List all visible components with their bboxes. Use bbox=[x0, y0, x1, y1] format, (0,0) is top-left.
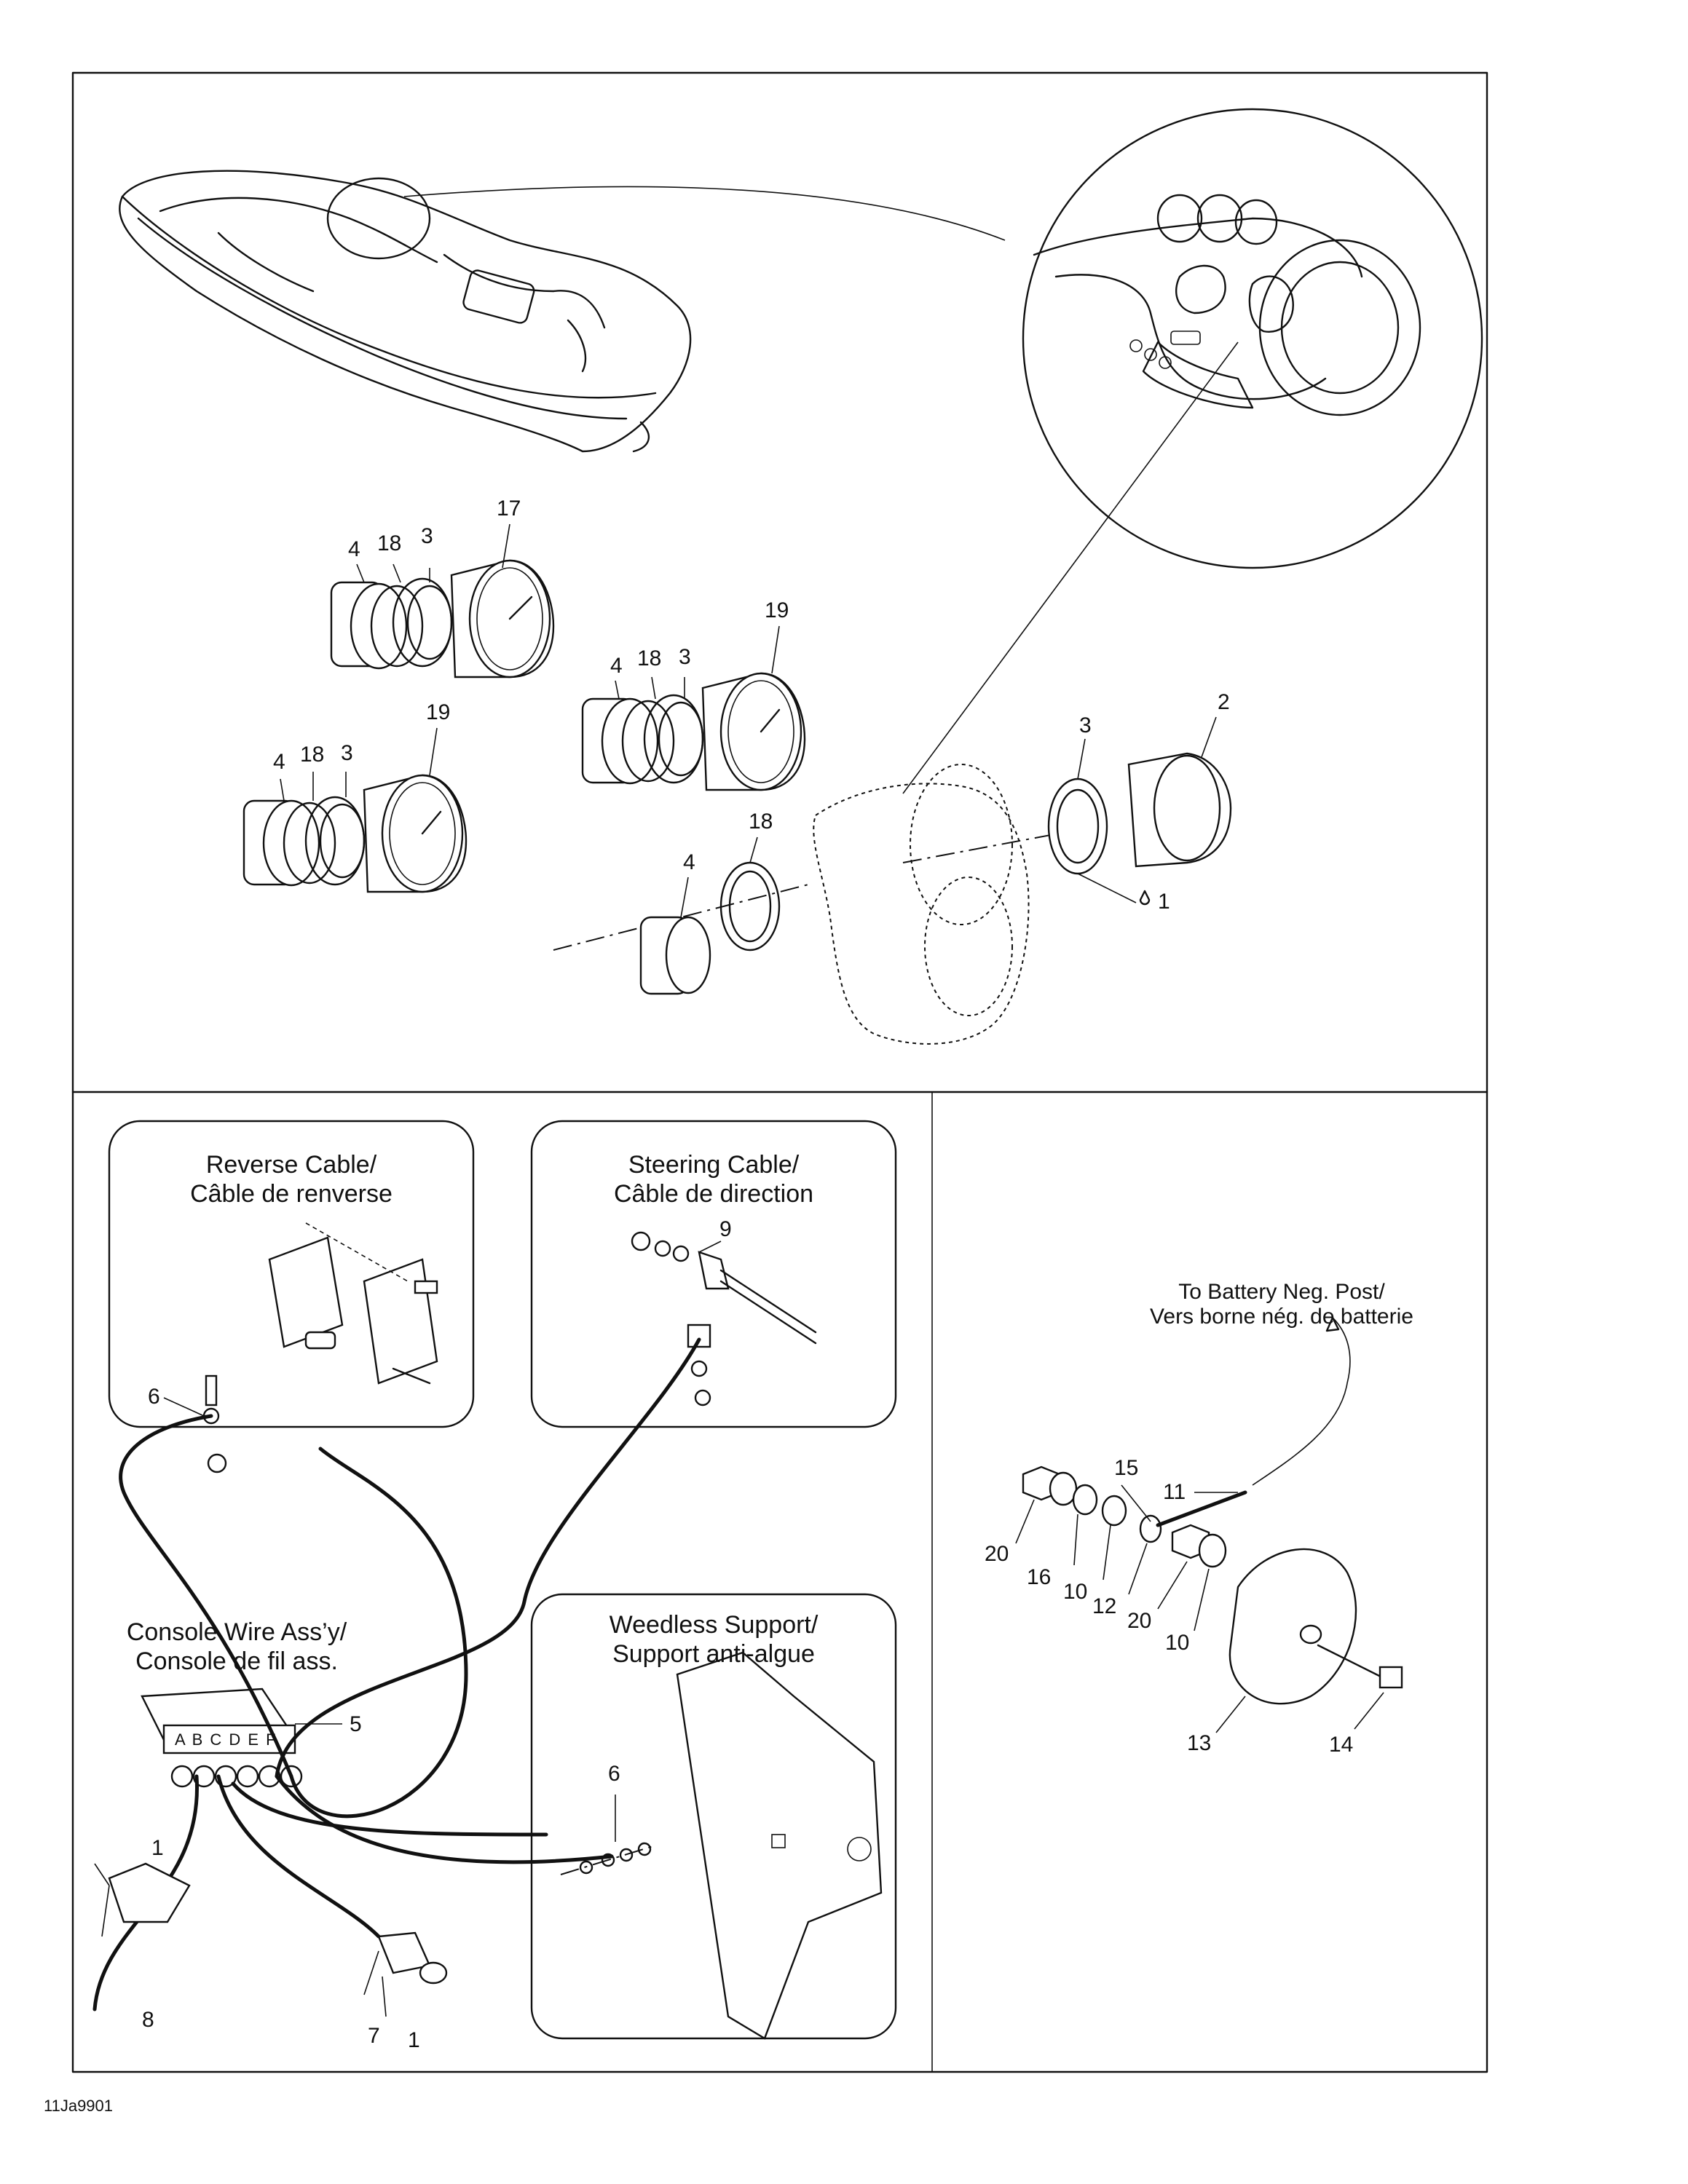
callout-console-7: 7 bbox=[368, 2024, 380, 2048]
callout-gauge-top-17: 17 bbox=[497, 496, 521, 521]
callout-console-1: 1 bbox=[151, 1836, 164, 1860]
reverse-cable-title-en: Reverse Cable/ bbox=[205, 1151, 377, 1179]
callout-gauge-low-19: 19 bbox=[426, 700, 451, 724]
callout-nut-4: 4 bbox=[683, 850, 695, 874]
callout-gauge-top-4: 4 bbox=[348, 537, 360, 561]
retaining-nut-and-ring bbox=[639, 861, 781, 995]
callout-weedless-6: 6 bbox=[608, 1762, 620, 1786]
callout-console-5: 5 bbox=[350, 1712, 362, 1736]
battery-note: To Battery Neg. Post/ Vers borne nég. de… bbox=[1121, 1280, 1442, 1329]
leader-lines bbox=[94, 523, 1384, 2017]
console-wire-title: Console Wire Ass’y/ Console de fil ass. bbox=[84, 1618, 390, 1676]
reverse-cable-title-fr: Câble de renverse bbox=[190, 1180, 393, 1208]
callout-gauge-low-3: 3 bbox=[341, 741, 353, 765]
callout-gauge-low-4: 4 bbox=[273, 750, 285, 774]
console-wire-harness bbox=[92, 1337, 701, 2011]
callout-ground-10a: 10 bbox=[1063, 1580, 1088, 1604]
callout-ground-20b: 20 bbox=[1127, 1609, 1152, 1633]
drawing-code: 11Ja9901 bbox=[44, 2097, 114, 2115]
callout-ground-11: 11 bbox=[1163, 1480, 1186, 1504]
weedless-support-title: Weedless Support/ Support anti-algue bbox=[568, 1610, 859, 1669]
weedless-support-title-fr: Support anti-algue bbox=[612, 1640, 815, 1668]
callout-nut-18: 18 bbox=[749, 810, 773, 834]
console-wire-title-fr: Console de fil ass. bbox=[135, 1647, 338, 1675]
gauge-housing bbox=[553, 752, 1232, 1045]
steering-cable-title-en: Steering Cable/ bbox=[628, 1151, 800, 1179]
console-wire-title-en: Console Wire Ass’y/ bbox=[126, 1618, 347, 1646]
callout-gauge-mid-19: 19 bbox=[765, 598, 789, 622]
callout-gauge-top-18: 18 bbox=[377, 531, 402, 555]
callout-steering-9: 9 bbox=[719, 1217, 732, 1241]
cockpit-detail-circle bbox=[403, 108, 1483, 794]
callout-ground-13: 13 bbox=[1187, 1731, 1212, 1755]
callout-ground-15: 15 bbox=[1114, 1456, 1139, 1480]
steering-cable-title: Steering Cable/ Câble de direction bbox=[568, 1150, 859, 1208]
steering-cable-panel bbox=[530, 1120, 897, 1428]
callout-ground-20a: 20 bbox=[985, 1542, 1009, 1566]
battery-note-line2: Vers borne nég. de batterie bbox=[1150, 1305, 1413, 1329]
callout-gauge-mid-3: 3 bbox=[679, 645, 691, 669]
callout-gauge-small-1: 1 bbox=[1158, 890, 1170, 914]
callout-console-8: 8 bbox=[142, 2008, 154, 2032]
weedless-support-title-en: Weedless Support/ bbox=[609, 1611, 819, 1639]
grounding-hardware bbox=[1022, 1316, 1403, 1705]
callout-gauge-small-3: 3 bbox=[1079, 713, 1092, 737]
callout-gauge-small-2: 2 bbox=[1218, 690, 1230, 714]
reverse-cable-title: Reverse Cable/ Câble de renverse bbox=[146, 1150, 437, 1208]
callout-console-1b: 1 bbox=[408, 2028, 420, 2052]
gauge-group-lower bbox=[242, 774, 468, 893]
callout-gauge-mid-18: 18 bbox=[637, 646, 662, 670]
callout-ground-14: 14 bbox=[1329, 1733, 1354, 1757]
callout-reverse-6: 6 bbox=[148, 1385, 160, 1409]
callout-ground-10b: 10 bbox=[1165, 1631, 1190, 1655]
reverse-cable-panel bbox=[108, 1120, 475, 1473]
callout-gauge-low-18: 18 bbox=[300, 743, 325, 767]
gauge-group-middle bbox=[581, 672, 806, 791]
frame bbox=[71, 71, 1488, 2073]
callout-ground-16: 16 bbox=[1027, 1565, 1052, 1589]
steering-cable-title-fr: Câble de direction bbox=[613, 1180, 814, 1208]
weedless-support-panel bbox=[530, 1593, 897, 2040]
gauge-group-top bbox=[330, 559, 555, 678]
callout-ground-12: 12 bbox=[1092, 1594, 1117, 1618]
boat-illustration bbox=[119, 170, 692, 453]
callout-gauge-top-3: 3 bbox=[421, 524, 433, 548]
callout-gauge-mid-4: 4 bbox=[610, 654, 623, 678]
connector-letters: A B C D E F bbox=[175, 1730, 277, 1749]
battery-note-line1: To Battery Neg. Post/ bbox=[1178, 1280, 1385, 1304]
